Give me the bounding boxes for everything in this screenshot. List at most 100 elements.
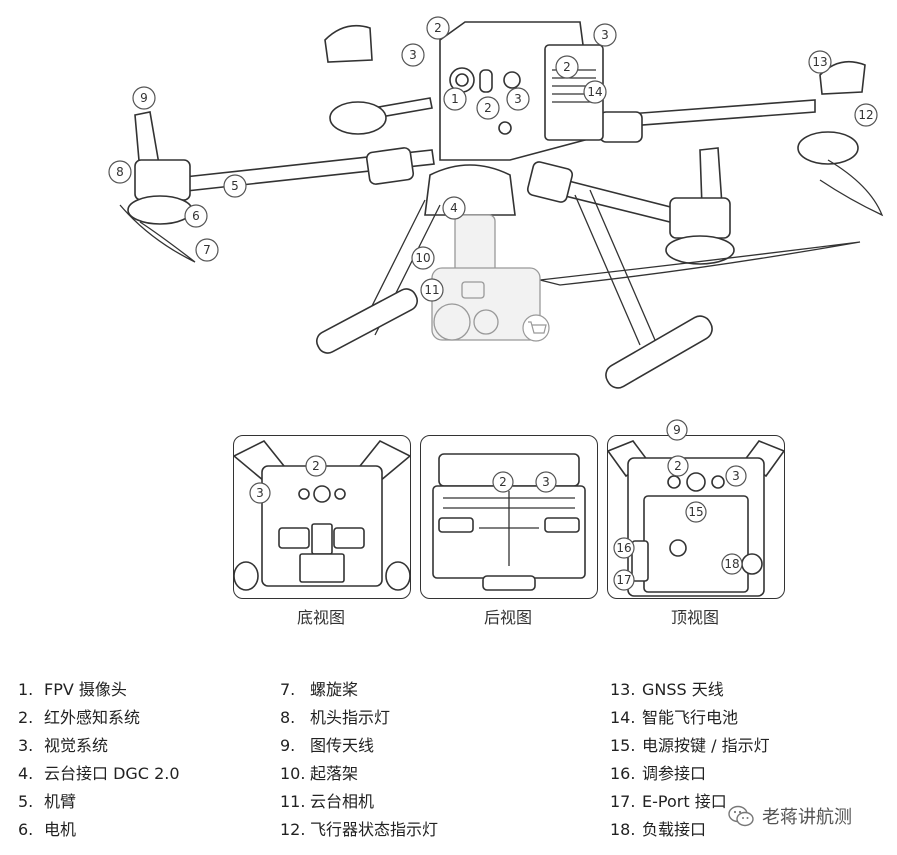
legend-item: 16.调参接口 [610,764,707,783]
svg-text:2: 2 [434,21,442,35]
rear-view-callout-3: 3 [535,471,557,493]
top-view-callout-15: 15 [685,501,707,523]
rear-view-callout-2: 2 [492,471,514,493]
svg-text:18: 18 [724,557,739,571]
propeller-front-right [539,241,861,286]
svg-text:15: 15 [688,505,703,519]
bottom-view-panel: 2 3 [233,435,411,599]
svg-text:5: 5 [231,179,239,193]
propeller-front-left [119,204,196,263]
gimbal-arm [454,214,496,276]
watermark: 老蒋讲航测 [728,802,852,830]
arm-sleeve-left [365,147,415,185]
top-view-callout-2: 2 [667,455,689,477]
rear-view-panel: 2 3 [420,435,598,599]
legend-column-2: 7.螺旋桨 8.机头指示灯 9.图传天线 10.起落架 11.云台相机 12.飞… [280,676,438,844]
bottom-view-caption: 底视图 [296,608,345,627]
legend-item: 15.电源按键 / 指示灯 [610,736,770,755]
svg-text:3: 3 [256,486,264,500]
legend-item: 9.图传天线 [280,736,375,755]
callout-9: 9 [132,86,156,110]
svg-text:7: 7 [203,243,211,257]
landing-gear-right-leg [574,189,656,346]
svg-text:14: 14 [587,85,602,99]
legend-item: 10.起落架 [280,764,359,783]
arm-sleeve-right [526,161,574,203]
callout-10: 10 [411,246,435,270]
svg-text:3: 3 [514,92,522,106]
svg-text:1: 1 [451,92,459,106]
top-view-panel: 9 2 3 15 16 17 18 [607,435,785,599]
legend-item: 11.云台相机 [280,792,375,811]
landing-skid-right [605,315,713,389]
callout-2-side: 2 [555,55,579,79]
motor-front-right [665,235,735,265]
legend-item: 3.视觉系统 [18,736,109,755]
callout-2-front: 2 [476,96,500,120]
motor-front-left [127,195,193,225]
callout-4: 4 [442,196,466,220]
motor-mount-left [134,159,191,201]
svg-text:13: 13 [812,55,827,69]
legend-item: 12.飞行器状态指示灯 [280,820,439,839]
legend-item: 17.E-Port 接口 [610,792,727,811]
callout-3-front: 3 [506,87,530,111]
legend-column-3: 13.GNSS 天线 14.智能飞行电池 15.电源按键 / 指示灯 16.调参… [610,676,770,844]
top-view-callout-16: 16 [613,537,635,559]
motor-mount-right [669,197,731,239]
gnss-antenna-left [324,24,373,63]
wechat-icon [728,805,754,827]
bottom-view-callout-3: 3 [249,482,271,504]
callout-6: 6 [184,204,208,228]
landing-skid-left [315,288,419,354]
top-view-caption: 顶视图 [670,608,719,627]
callout-1: 1 [443,87,467,111]
callout-5: 5 [223,174,247,198]
top-view-callout-17: 17 [613,569,635,591]
arm-sleeve-rear-right [599,111,643,143]
propeller-rear-right [819,159,884,217]
callout-13: 13 [808,50,832,74]
callout-12: 12 [854,103,878,127]
bottom-view-callout-2: 2 [305,455,327,477]
svg-text:6: 6 [192,209,200,223]
legend-item: 1.FPV 摄像头 [18,680,127,699]
svg-text:17: 17 [616,573,631,587]
legend-item: 5.机臂 [18,792,77,811]
callout-3-left: 3 [401,43,425,67]
top-view-callout-9-external: 9 [666,419,688,441]
svg-text:4: 4 [450,201,458,215]
svg-text:3: 3 [542,475,550,489]
svg-text:3: 3 [409,48,417,62]
callout-2-top: 2 [426,16,450,40]
svg-text:3: 3 [601,28,609,42]
svg-text:12: 12 [858,108,873,122]
callout-11: 11 [420,278,444,302]
callout-14: 14 [583,80,607,104]
callout-3-right: 3 [593,23,617,47]
callout-7: 7 [195,238,219,262]
top-view-callout-18: 18 [721,553,743,575]
legend-item: 18.负载接口 [610,820,707,839]
svg-text:2: 2 [312,459,320,473]
legend-item: 2.红外感知系统 [18,708,141,727]
legend-item: 4.云台接口 DGC 2.0 [18,764,180,783]
legend-item: 14.智能飞行电池 [610,708,739,727]
svg-text:2: 2 [563,60,571,74]
svg-text:2: 2 [674,459,682,473]
drone-illustration: 1 2 2 2 3 3 3 4 5 6 7 8 9 10 11 12 13 14 [108,16,884,389]
svg-text:2: 2 [499,475,507,489]
legend-item: 8.机头指示灯 [280,708,391,727]
watermark-text: 老蒋讲航测 [762,807,852,828]
legend-item: 13.GNSS 天线 [610,680,724,699]
svg-text:10: 10 [415,251,430,265]
motor-rear-left [329,101,387,135]
svg-text:9: 9 [140,91,148,105]
legend-item: 6.电机 [18,820,77,839]
svg-text:9: 9 [673,423,681,437]
top-view-callout-3: 3 [725,465,747,487]
svg-text:3: 3 [732,469,740,483]
motor-rear-right [797,131,859,165]
legend-item: 7.螺旋桨 [280,680,359,699]
callout-8: 8 [108,160,132,184]
